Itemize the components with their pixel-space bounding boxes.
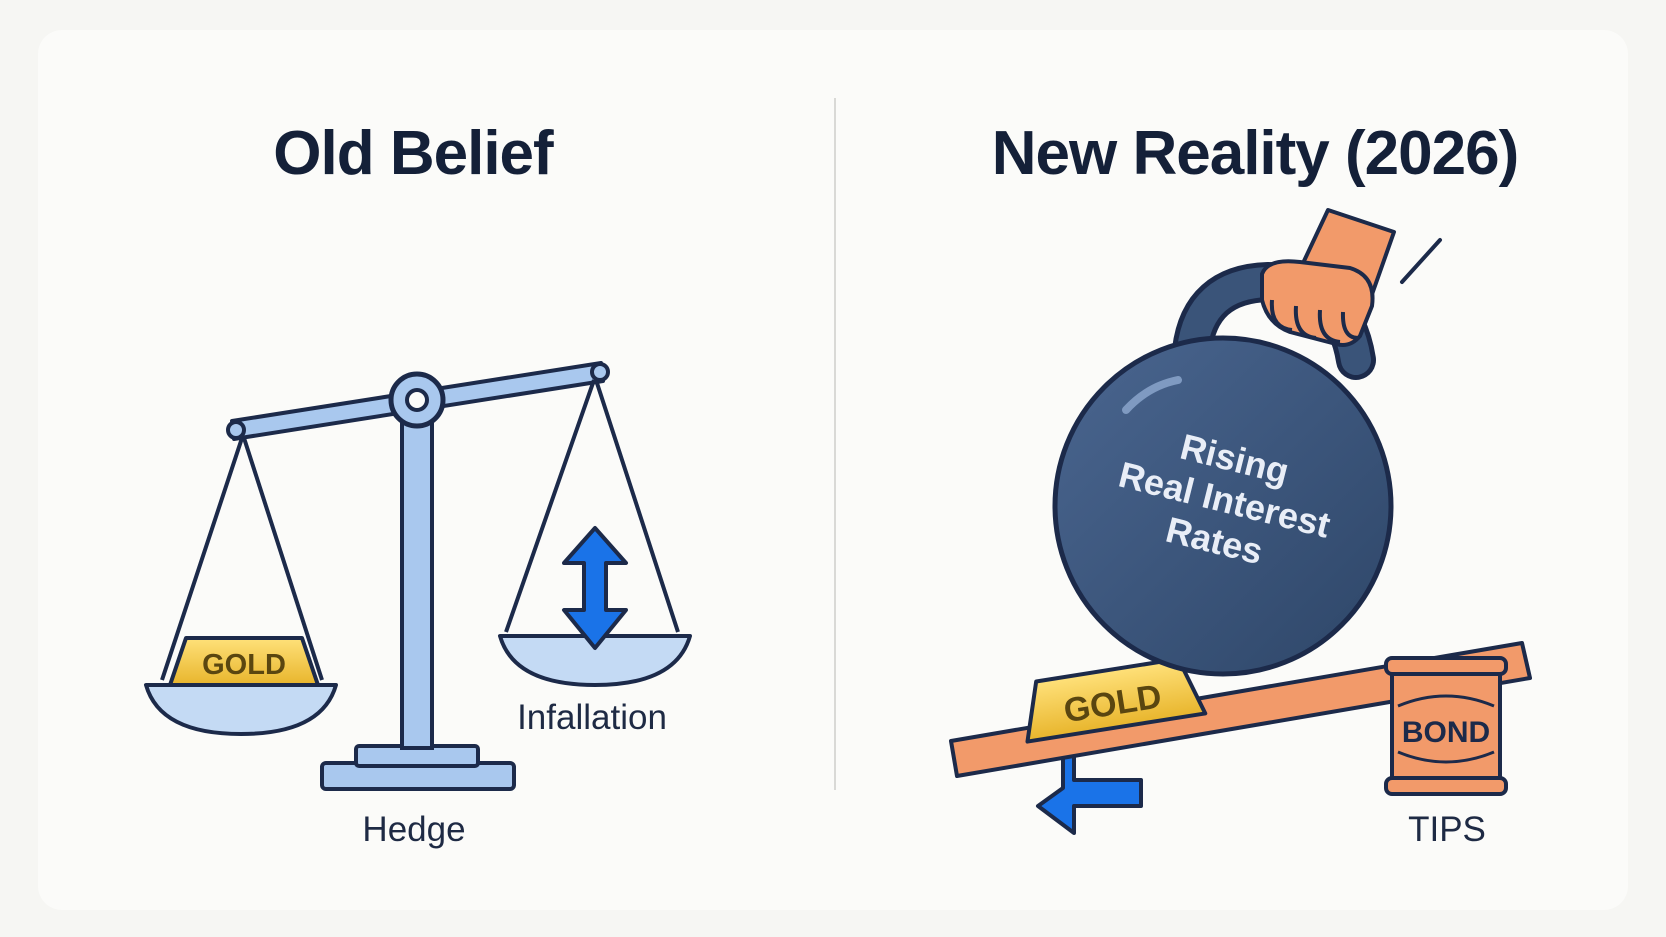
left-gold-label: GOLD [202, 649, 286, 681]
seesaw-icon [949, 641, 1532, 778]
bond-barrel-icon: BOND [1384, 656, 1508, 796]
hand-icon [1260, 208, 1442, 347]
inflation-label: Infallation [517, 698, 667, 737]
down-left-arrow-icon [1036, 743, 1143, 835]
right-scale-pan [498, 634, 692, 687]
balance-scale-icon [160, 361, 680, 791]
gold-bar-icon: GOLD [168, 636, 320, 687]
tilted-gold-bar-icon: GOLD [1025, 656, 1208, 744]
up-down-arrow-icon [562, 526, 628, 650]
left-scale-pan [144, 683, 338, 736]
hedge-label: Hedge [362, 810, 466, 849]
tips-label: TIPS [1408, 810, 1486, 849]
old-belief-title: Old Belief [273, 119, 553, 188]
new-reality-title: New Reality (2026) [991, 119, 1519, 188]
panel-divider [834, 98, 836, 790]
bond-label: BOND [1402, 716, 1490, 749]
